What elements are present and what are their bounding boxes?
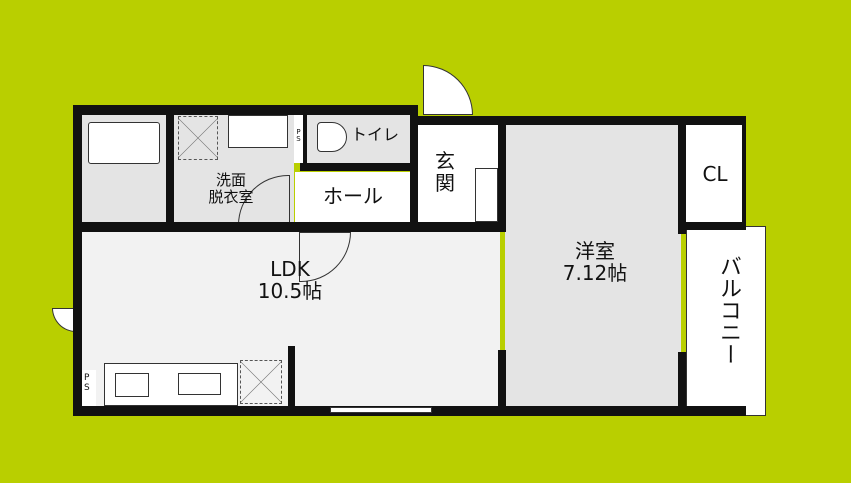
wall [418,116,746,125]
washroom-label: 洗面脱衣室 [186,172,276,205]
wall [498,116,506,232]
hall-label: ホール [323,184,383,208]
balcony-floor [686,226,766,416]
wall [742,116,746,226]
ps-top: PS [294,115,303,163]
entrance-label: 玄関 [435,149,455,195]
balcony-label: バルコニー [716,255,741,365]
wall [73,105,418,115]
washroom-label-line2: 脱衣室 [208,187,254,206]
wash-basin [228,115,288,148]
ldk-name: LDK [270,257,310,281]
western-room-name: 洋室 [575,239,615,263]
wall [303,105,307,167]
wall [678,222,746,230]
fridge-space [240,360,282,404]
western-room-floor [505,124,681,408]
wall [73,222,500,232]
wall [678,352,686,412]
wall [300,163,418,171]
ps-kitchen: PS [82,370,96,406]
wall [410,105,418,225]
wall [498,350,506,410]
wall [73,105,82,416]
toilet-bowl-icon [317,122,347,152]
toilet-label: トイレ [350,125,399,144]
bathtub [88,122,160,164]
wall [288,346,295,408]
shoe-box [475,168,498,222]
kitchen-sink-icon [178,373,221,395]
hall-floor [295,172,411,225]
wall [166,105,174,225]
ldk-size: 10.5帖 [257,279,323,303]
washer-space [178,116,218,160]
entrance-door[interactable] [423,65,473,115]
stove-icon [115,373,149,397]
closet-floor [686,124,744,224]
western-room-size: 7.12帖 [562,261,628,285]
closet-label: CL [702,162,728,186]
window [330,407,432,413]
washroom-label-line1: 洗面 [215,171,246,189]
wall [678,116,686,234]
